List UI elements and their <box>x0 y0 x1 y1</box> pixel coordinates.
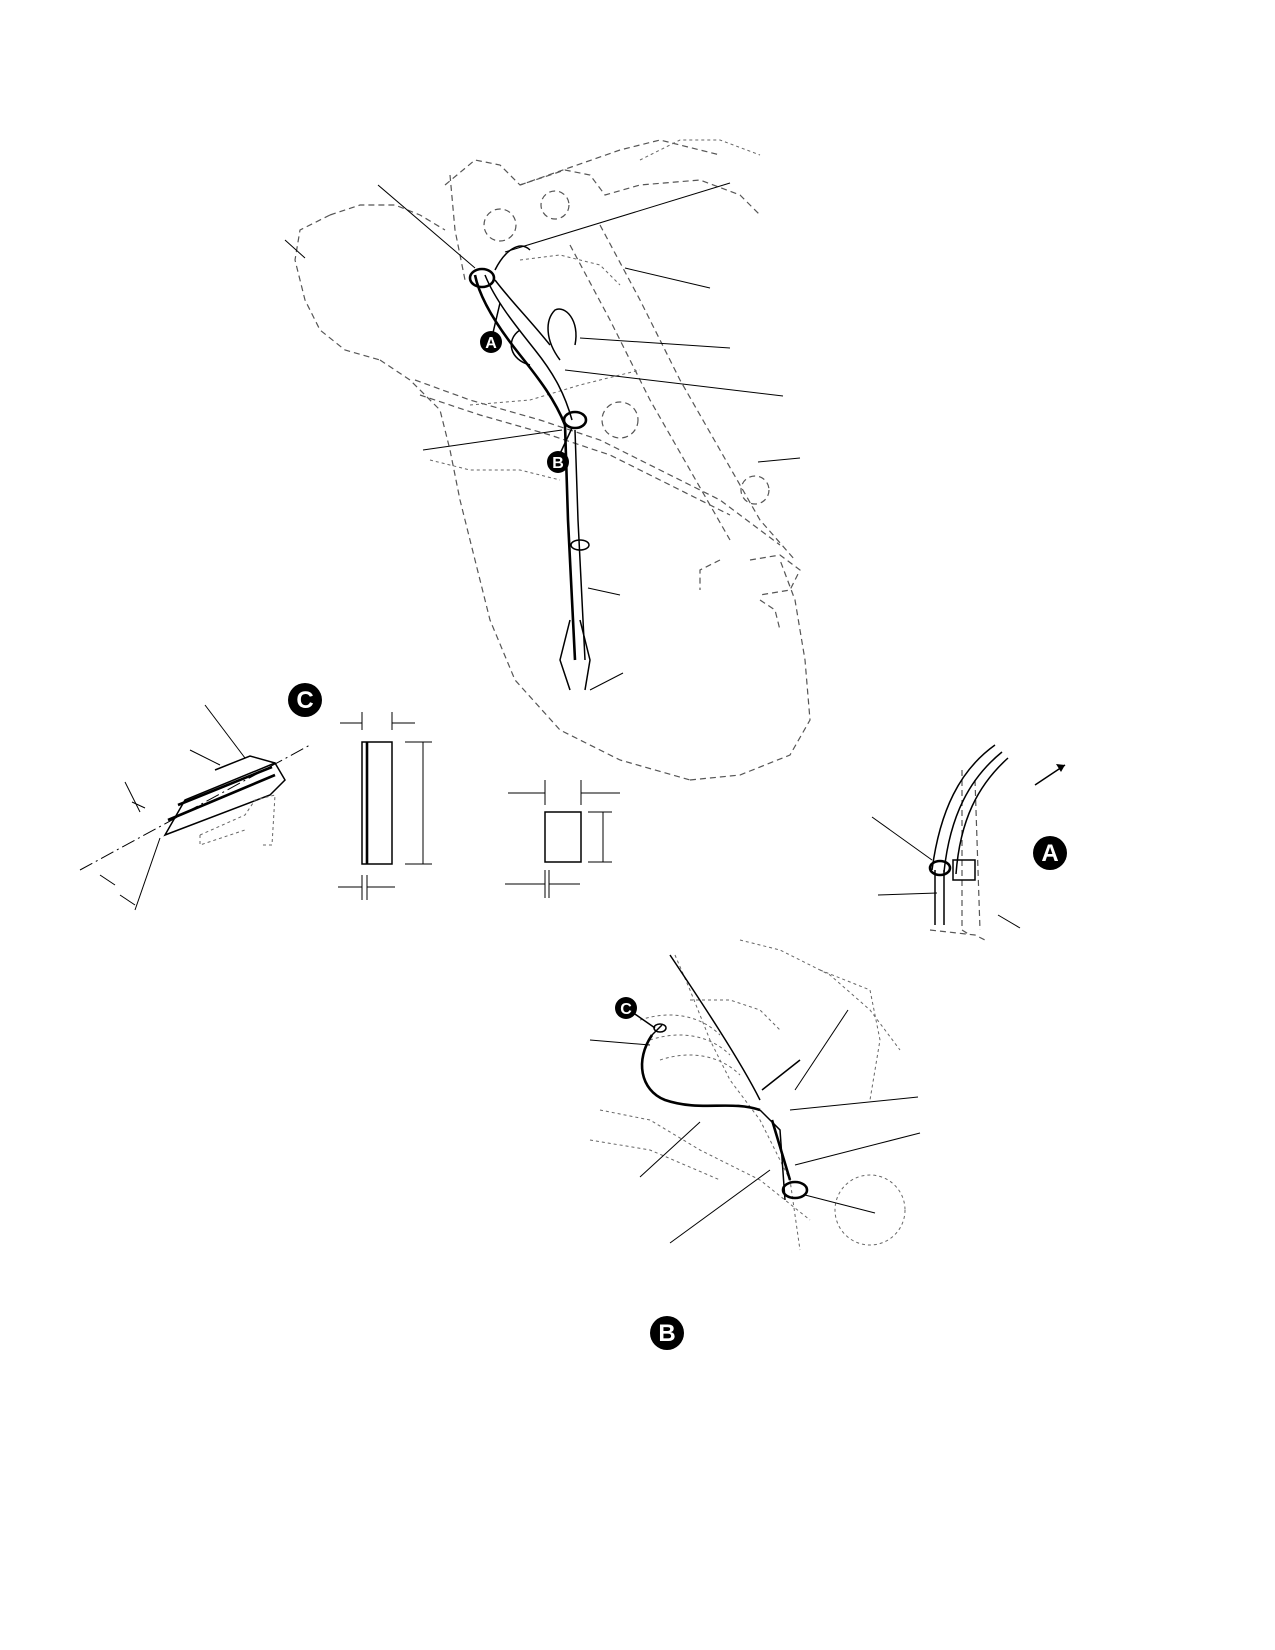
main-view: A B <box>284 139 811 781</box>
detail-b-label: B <box>658 1320 675 1347</box>
detail-a-marker <box>1033 836 1067 870</box>
detail-b-marker <box>650 1316 684 1350</box>
callout-b-main-label: B <box>552 455 564 472</box>
callout-a-main-marker <box>480 331 502 353</box>
detail-b: C B <box>589 939 921 1350</box>
detail-c-marker <box>288 683 322 717</box>
detail-a-label: A <box>1041 840 1058 867</box>
detail-c-label: C <box>296 687 313 714</box>
detail-a: A <box>871 744 1067 941</box>
detail-b-callout-c-label: C <box>620 1001 632 1018</box>
detail-b-callout-c-marker <box>615 997 637 1019</box>
callout-a-main-label: A <box>485 335 497 352</box>
detail-c: C <box>79 683 620 911</box>
callout-b-main-marker <box>547 451 569 473</box>
